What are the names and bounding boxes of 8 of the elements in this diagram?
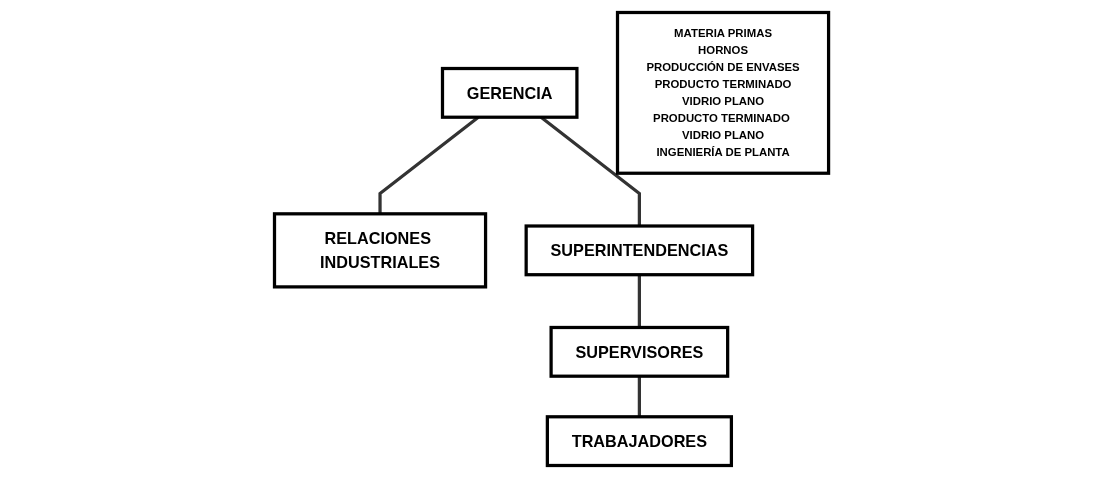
node-box: RELACIONES INDUSTRIALES [273,212,488,289]
node-box: TRABAJADORES [546,415,734,468]
node-box: GERENCIA [441,66,579,119]
connector [638,274,642,328]
connector [638,376,642,417]
node-box: SUPERINTENDENCIAS [525,224,755,277]
node-box: SUPERVISORES [549,325,730,378]
node-box: MATERIA PRIMAS HORNOS PRODUCCIÓN DE ENVASES PRODUCTO TERMINADO VIDRIO PLANO PRODUCTO TERMINADO VIDRIO PLANO INGENIERÍA DE PLANTA [616,10,831,175]
